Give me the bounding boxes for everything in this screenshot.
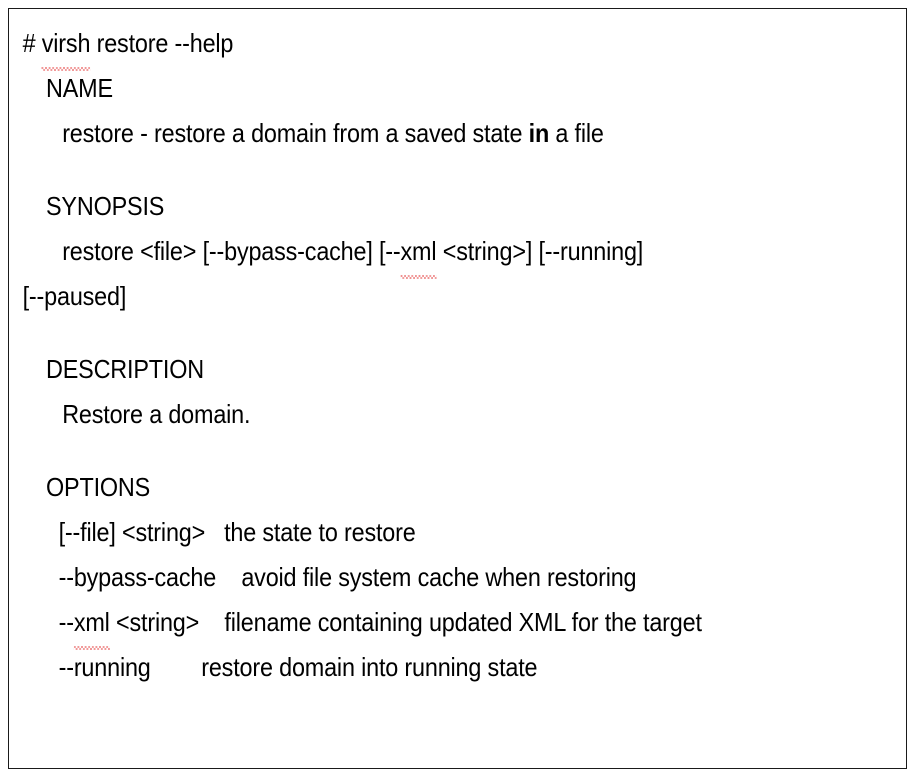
command-subcommand: restore	[96, 28, 169, 58]
name-text-before: restore - restore a domain from a saved …	[62, 118, 529, 148]
spacer-after-synopsis	[19, 319, 808, 347]
spacer-after-name	[19, 156, 808, 184]
option-description-bypass-cache: avoid file system cache when restoring	[241, 562, 637, 592]
command-program-misspelled: virsh	[41, 21, 90, 71]
option-flag-xml-suffix: <string>	[109, 607, 200, 637]
option-description-file: the state to restore	[224, 517, 416, 547]
help-text-document: # virsh restore --help NAME restore - re…	[9, 9, 906, 690]
section-heading-options: OPTIONS	[46, 472, 151, 502]
option-description-running: restore domain into running state	[201, 652, 538, 682]
section-heading-synopsis: SYNOPSIS	[46, 191, 165, 221]
option-flag-xml-prefix: --	[58, 607, 74, 637]
section-body-description: Restore a domain.	[62, 399, 251, 429]
option-flag-file: [--file] <string>	[58, 517, 206, 547]
option-flag-running: --running	[58, 652, 151, 682]
command-flag: --help	[174, 28, 234, 58]
option-flag-xml-misspelled: xml	[73, 600, 110, 650]
option-flag-bypass-cache: --bypass-cache	[58, 562, 217, 592]
section-body-name: restore - restore a domain from a saved …	[19, 111, 808, 156]
section-body-synopsis-line1: restore <file> [--bypass-cache] [--xml <…	[19, 229, 808, 279]
section-body-synopsis-line2: [--paused]	[22, 281, 127, 311]
option-gap-bypass-cache	[216, 562, 241, 592]
synopsis-text-after-xml: <string>] [--running]	[436, 236, 644, 266]
name-text-bold-in: in	[528, 118, 550, 148]
command-prompt-line: # virsh restore --help	[19, 21, 808, 71]
spacer-after-description	[19, 437, 808, 465]
option-gap-xml	[199, 607, 224, 637]
section-heading-name: NAME	[46, 73, 113, 103]
option-row-file: [--file] <string> the state to restore	[19, 510, 808, 555]
option-row-bypass-cache: --bypass-cache avoid file system cache w…	[19, 555, 808, 600]
option-row-running: --running restore domain into running st…	[19, 645, 808, 690]
name-text-after: a file	[549, 118, 604, 148]
option-gap-file	[205, 517, 224, 547]
help-output-panel: # virsh restore --help NAME restore - re…	[8, 8, 907, 769]
section-heading-description: DESCRIPTION	[46, 354, 204, 384]
synopsis-xml-misspelled: xml	[400, 229, 437, 279]
option-gap-running	[151, 652, 202, 682]
synopsis-text-before-xml: restore <file> [--bypass-cache] [--	[62, 236, 401, 266]
option-row-xml: --xml <string> filename containing updat…	[19, 600, 808, 650]
option-description-xml: filename containing updated XML for the …	[224, 607, 702, 637]
prompt-symbol: #	[22, 28, 36, 58]
